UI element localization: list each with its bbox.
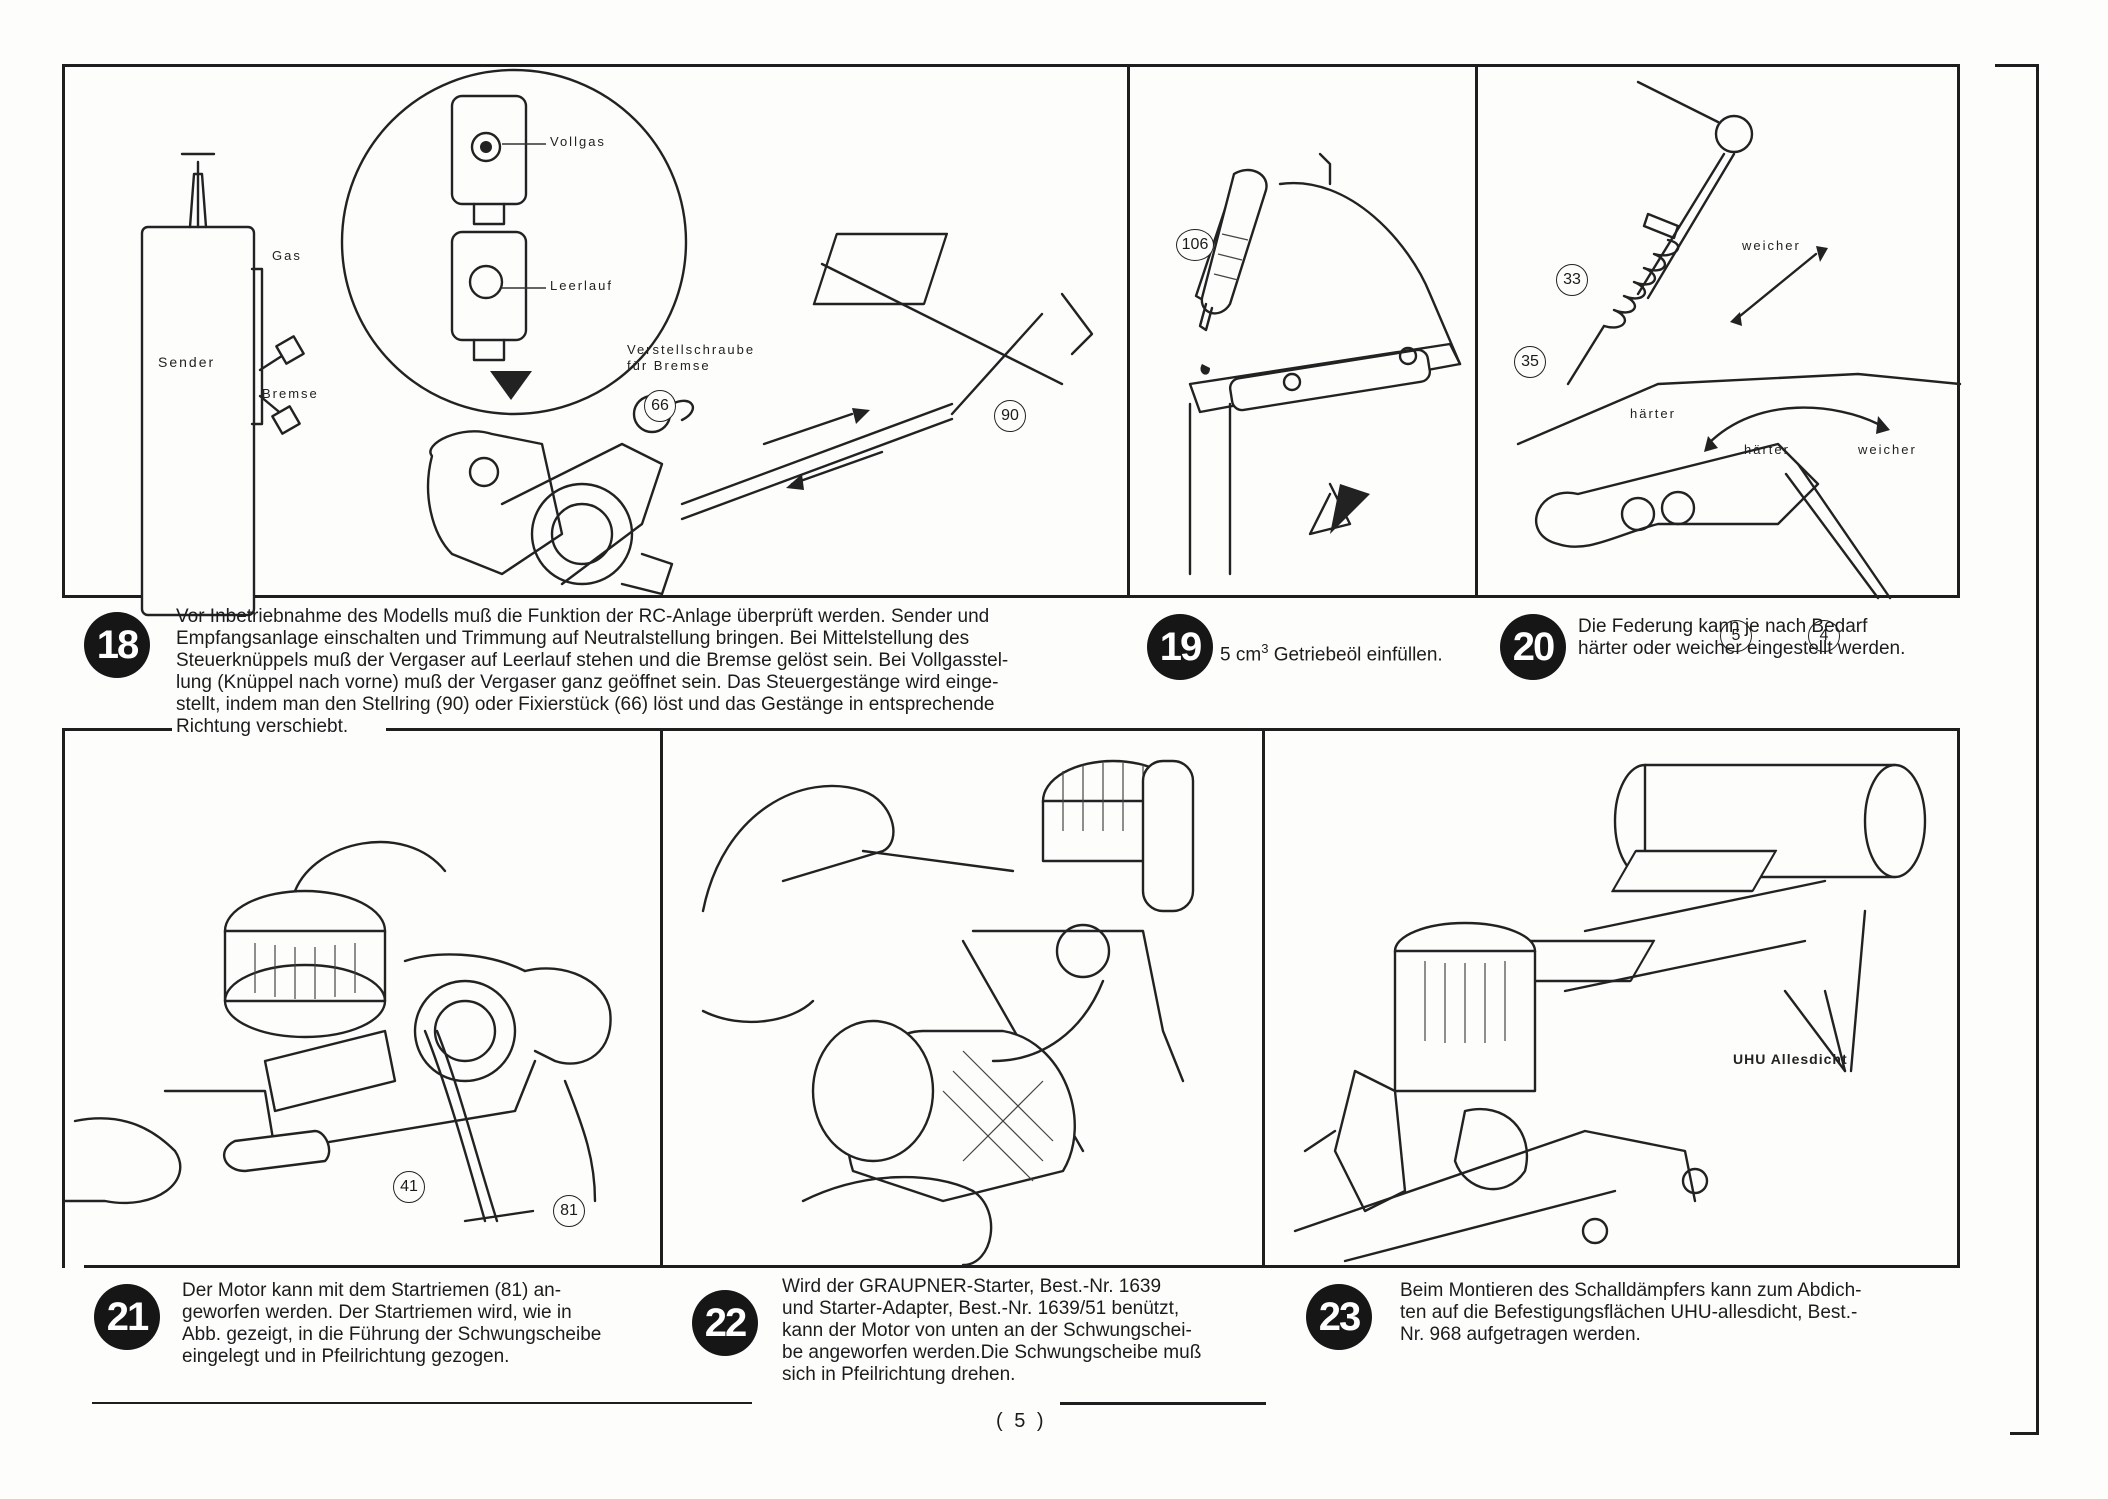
illustration-step-21: 41 81 [63,731,660,1265]
label-gas: Gas [272,248,302,263]
panel-divider [1127,64,1130,598]
suspension-drawing [1516,80,1962,600]
illustration-step-22 [663,731,1262,1267]
bottom-caption-underline [1060,1402,1266,1405]
step-text-19-body: Getriebeöl einfüllen. [1268,644,1443,666]
page-number: ( 5 ) [996,1410,1047,1432]
callout-5: 5 [1720,620,1752,652]
top-illustration-frame [62,64,1960,598]
step-text-19-sup: 3 [1261,641,1269,656]
margin-bracket-line [2036,64,2039,1434]
callout-66: 66 [644,390,676,422]
step-badge-21: 21 [94,1284,160,1350]
illustration-step-18: Vollgas Leerlauf Gas Sender Bremse Verst… [62,64,1127,617]
panel-divider [1475,64,1478,598]
bottom-frame-top-left [62,728,172,731]
callout-90: 90 [994,400,1026,432]
illustration-step-23: UHU Allesdicht [1265,731,1957,1265]
margin-bracket-bottom [2010,1432,2039,1435]
step-text-23: Beim Montieren des Schalldämpfers kann z… [1400,1280,1862,1345]
label-verstellschraube: Verstellschraube für Bremse [627,342,756,373]
bottom-frame-top-right [386,728,1960,731]
label-weicher-top: weicher [1742,238,1801,253]
step-text-19: 5 cm3 Getriebeöl einfüllen. [1220,616,1443,666]
callout-35: 35 [1514,346,1546,378]
margin-bracket-top [1995,64,2039,67]
gearbox-oil-drawing [1188,152,1462,576]
bottom-frame-base [84,1265,1960,1268]
bottom-divider [660,728,663,1268]
label-bremse: Bremse [262,386,319,401]
illustration-step-19: 106 [1130,64,1475,598]
label-haerter-top: härter [1630,406,1676,421]
step-badge-20: 20 [1500,614,1566,680]
step-badge-23: 23 [1306,1284,1372,1350]
starter-belt-drawing [63,840,612,1223]
starter-mesh [942,1050,1054,1182]
callout-81: 81 [553,1195,585,1227]
step-badge-18: 18 [84,612,150,678]
label-vollgas: Vollgas [550,134,606,149]
bottom-frame-left [62,728,65,1268]
spring-coils [1602,238,1680,329]
muffler-mount-drawing [1293,763,1927,1263]
callout-41: 41 [393,1171,425,1203]
label-leerlauf: Leerlauf [550,278,613,293]
callout-33: 33 [1556,264,1588,296]
step-text-21: Der Motor kann mit dem Startriemen (81) … [182,1280,602,1367]
step-badge-19: 19 [1147,614,1213,680]
label-uhu: UHU Allesdicht [1733,1051,1848,1067]
step-text-22: Wird der GRAUPNER-Starter, Best.-Nr. 163… [782,1276,1202,1385]
transmitter-carburetor-drawing [140,68,1094,617]
electric-starter-drawing [701,759,1195,1267]
step-badge-22: 22 [692,1290,758,1356]
illustration-step-20: weicher härter härter weicher 33 35 5 4 [1478,64,1962,652]
step-text-19-prefix: 5 cm [1220,644,1262,666]
label-sender: Sender [158,354,216,370]
bottom-divider [1262,728,1265,1268]
bottom-caption-underline [92,1402,752,1404]
label-haerter-bottom: härter [1744,442,1790,457]
label-weicher-bottom: weicher [1858,442,1917,457]
step-text-18: Vor Inbetriebnahme des Modells muß die F… [176,606,1009,737]
bottom-frame-right [1957,728,1960,1268]
callout-106: 106 [1176,229,1214,261]
step-text-20: Die Federung kann je nach Bedarf härter … [1578,616,1906,659]
callout-4: 4 [1808,620,1840,652]
